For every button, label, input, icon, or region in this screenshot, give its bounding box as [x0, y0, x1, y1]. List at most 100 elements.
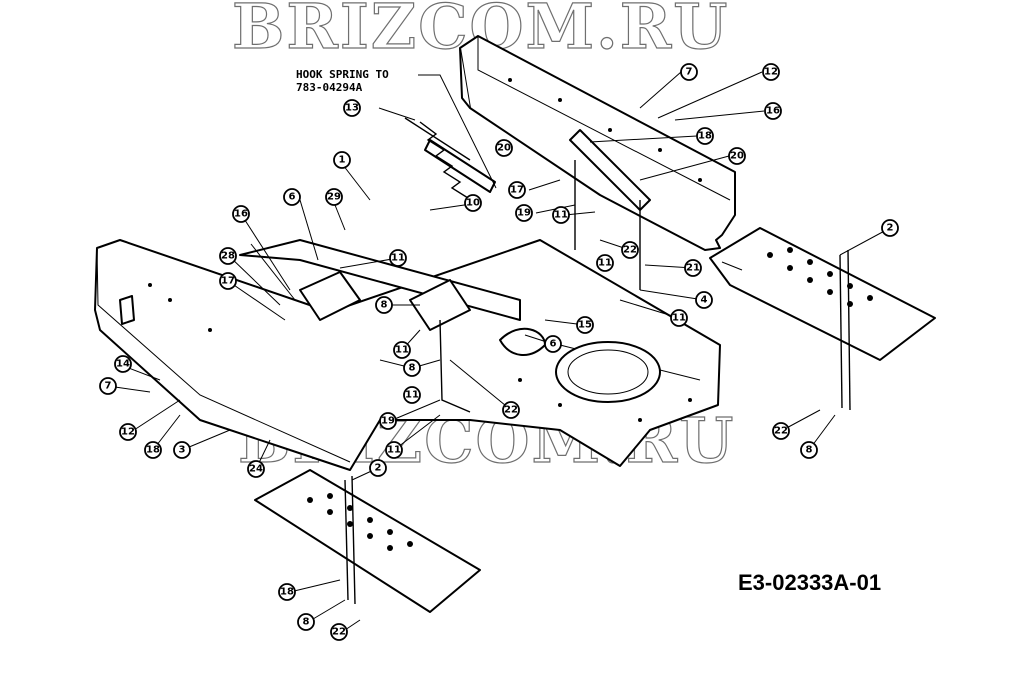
svg-text:12: 12	[764, 67, 778, 78]
callout-2-right: 2	[881, 219, 899, 237]
svg-text:18: 18	[280, 587, 294, 598]
callout-20-right: 20	[728, 147, 746, 165]
callout-22-bottom: 22	[330, 623, 348, 641]
callout-17-center: 17	[508, 181, 526, 199]
svg-text:22: 22	[332, 627, 346, 638]
callout-16-left: 16	[232, 205, 250, 223]
callout-6-upper-left: 6	[283, 188, 301, 206]
callout-11-lower-center: 11	[393, 341, 411, 359]
callout-2-left: 2	[369, 459, 387, 477]
diagram-code: E3-02333A-01	[738, 570, 881, 595]
svg-text:20: 20	[497, 143, 511, 154]
svg-text:11: 11	[391, 253, 405, 264]
svg-text:12: 12	[121, 427, 135, 438]
svg-text:28: 28	[221, 251, 235, 262]
svg-text:29: 29	[327, 192, 341, 203]
svg-text:16: 16	[234, 209, 248, 220]
svg-text:14: 14	[116, 359, 130, 370]
svg-text:3: 3	[179, 445, 186, 456]
hook-spring-note: HOOK SPRING TO 783-04294A	[296, 68, 497, 189]
callout-18-left: 18	[144, 441, 162, 459]
svg-text:11: 11	[387, 445, 401, 456]
callout-11-far-right: 11	[670, 309, 688, 327]
svg-text:16: 16	[766, 106, 780, 117]
svg-text:8: 8	[381, 300, 388, 311]
callout-1: 1	[333, 151, 351, 169]
callout-6-center: 6	[544, 335, 562, 353]
svg-text:8: 8	[806, 445, 813, 456]
svg-text:19: 19	[381, 416, 395, 427]
callout-12-left: 12	[119, 423, 137, 441]
callout-11-bottom: 11	[385, 441, 403, 459]
svg-text:22: 22	[774, 426, 788, 437]
callout-24: 24	[247, 460, 265, 478]
callout-8-bottom: 8	[297, 613, 315, 631]
svg-text:18: 18	[698, 131, 712, 142]
svg-text:8: 8	[303, 617, 310, 628]
callout-11-center-right: 11	[552, 206, 570, 224]
svg-text:11: 11	[672, 313, 686, 324]
rear-panel	[459, 35, 736, 251]
callout-18-bottom: 18	[278, 583, 296, 601]
svg-text:22: 22	[623, 245, 637, 256]
callout-7-top: 7	[680, 63, 698, 81]
svg-text:2: 2	[375, 463, 382, 474]
svg-text:11: 11	[405, 390, 419, 401]
callout-16-top: 16	[764, 102, 782, 120]
callout-13: 13	[343, 99, 361, 117]
svg-text:21: 21	[686, 263, 700, 274]
callout-3: 3	[173, 441, 191, 459]
callout-7-left: 7	[99, 377, 117, 395]
svg-text:18: 18	[146, 445, 160, 456]
svg-text:22: 22	[504, 405, 518, 416]
callout-21: 21	[684, 259, 702, 277]
svg-text:11: 11	[554, 210, 568, 221]
pedal-shaft-assembly	[239, 117, 651, 413]
svg-text:20: 20	[730, 151, 744, 162]
svg-text:13: 13	[345, 103, 359, 114]
callout-10-center: 10	[464, 194, 482, 212]
callout-11-lower-left: 11	[403, 386, 421, 404]
callout-15: 15	[576, 316, 594, 334]
svg-text:19: 19	[517, 208, 531, 219]
callout-18-top: 18	[696, 127, 714, 145]
svg-text:8: 8	[409, 363, 416, 374]
svg-text:17: 17	[221, 276, 235, 287]
callout-28: 28	[219, 247, 237, 265]
callout-11-mid: 11	[389, 249, 407, 267]
callout-19-center: 19	[515, 204, 533, 222]
svg-text:15: 15	[578, 320, 592, 331]
svg-text:24: 24	[249, 464, 263, 475]
left-footrest	[254, 469, 481, 613]
callout-22-lower-right: 22	[772, 422, 790, 440]
svg-text:1: 1	[339, 155, 346, 166]
callout-19-lower: 19	[379, 412, 397, 430]
right-footrest	[709, 227, 936, 411]
callout-12-top: 12	[762, 63, 780, 81]
svg-text:11: 11	[598, 258, 612, 269]
callout-11-right: 11	[596, 254, 614, 272]
hook-spring	[419, 121, 469, 199]
svg-text:4: 4	[701, 295, 708, 306]
callout-22-right: 22	[621, 241, 639, 259]
callout-8-lower-right: 8	[800, 441, 818, 459]
callout-17-left: 17	[219, 272, 237, 290]
svg-text:17: 17	[510, 185, 524, 196]
callout-8-center: 8	[375, 296, 393, 314]
svg-text:7: 7	[105, 381, 112, 392]
note-line-2: 783-04294A	[296, 81, 363, 94]
svg-text:10: 10	[466, 198, 480, 209]
callout-29: 29	[325, 188, 343, 206]
callout-20-center: 20	[495, 139, 513, 157]
svg-text:7: 7	[686, 67, 693, 78]
callout-8-lower-center: 8	[403, 359, 421, 377]
callout-14: 14	[114, 355, 132, 373]
note-line-1: HOOK SPRING TO	[296, 68, 389, 81]
svg-text:2: 2	[887, 223, 894, 234]
svg-text:11: 11	[395, 345, 409, 356]
callout-22-center: 22	[502, 401, 520, 419]
svg-text:6: 6	[550, 339, 557, 350]
svg-text:6: 6	[289, 192, 296, 203]
